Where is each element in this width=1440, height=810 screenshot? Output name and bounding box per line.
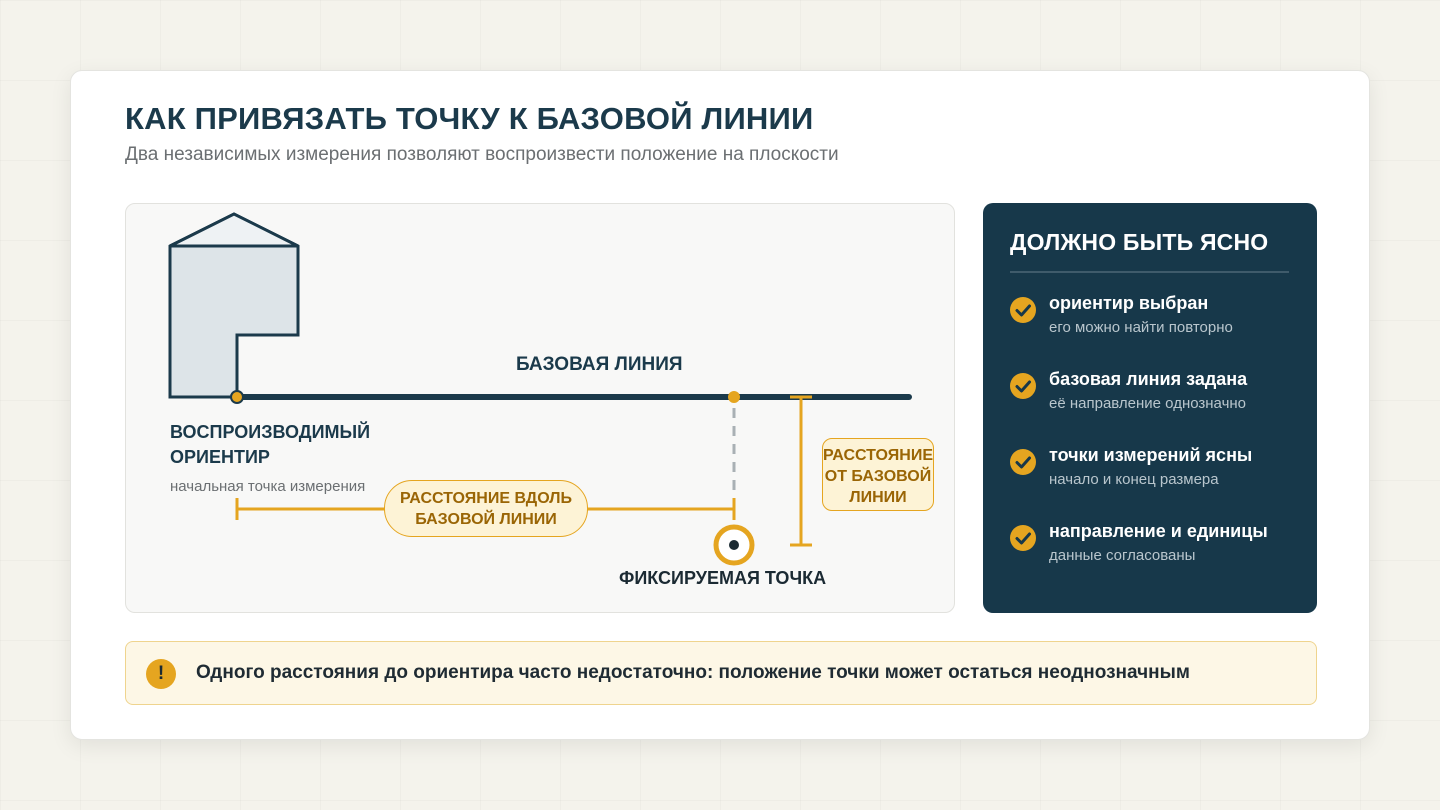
checklist-item-title: ориентир выбран	[1049, 293, 1209, 313]
page-title: КАК ПРИВЯЗАТЬ ТОЧКУ К БАЗОВОЙ ЛИНИИ	[125, 101, 814, 136]
check-circle-icon	[1010, 297, 1036, 323]
checklist-item-subtitle: её направление однозначно	[1049, 395, 1247, 412]
fixed-point-label: ФИКСИРУЕМАЯ ТОЧКА	[619, 568, 827, 588]
diagram-panel: БАЗОВАЯ ЛИНИЯ ВОСПРОИЗВОДИМЫЙ ОРИЕНТИР н…	[125, 203, 955, 613]
checklist-panel: ДОЛЖНО БЫТЬ ЯСНО ориентир выбран его мож…	[983, 203, 1317, 613]
check-circle-icon	[1010, 449, 1036, 475]
checklist-item-title: направление и единицы	[1049, 521, 1268, 541]
checklist-item-subtitle: данные согласованы	[1049, 547, 1196, 564]
building-roof	[169, 212, 299, 248]
start-point-label: начальная точка измерения	[170, 478, 366, 495]
check-circle-icon	[1010, 525, 1036, 551]
checklist-item-title: базовая линия задана	[1049, 369, 1248, 389]
along-distance-label: РАССТОЯНИЕ ВДОЛЬ БАЗОВОЙ ЛИНИИ	[384, 480, 588, 537]
baseline-foot-point	[728, 391, 740, 403]
warning-text: Одного расстояния до ориентира часто нед…	[196, 662, 1190, 683]
checklist-item-subtitle: начало и конец размера	[1049, 471, 1219, 488]
warning-banner: ! Одного расстояния до ориентира часто н…	[125, 641, 1317, 705]
checklist-divider	[1010, 271, 1289, 273]
fixed-point-dot	[729, 540, 739, 550]
main-card: КАК ПРИВЯЗАТЬ ТОЧКУ К БАЗОВОЙ ЛИНИИ Два …	[70, 70, 1370, 740]
diagram-canvas	[168, 212, 912, 566]
checklist-item-subtitle: его можно найти повторно	[1049, 319, 1233, 336]
landmark-point	[230, 390, 244, 404]
offset-distance-label: РАССТОЯНИЕ ОТ БАЗОВОЙ ЛИНИИ	[822, 438, 934, 511]
checklist-item-title: точки измерений ясны	[1049, 445, 1253, 465]
check-circle-icon	[1010, 373, 1036, 399]
exclamation-icon: !	[146, 659, 176, 689]
checklist-title: ДОЛЖНО БЫТЬ ЯСНО	[1010, 229, 1269, 255]
page-subtitle: Два независимых измерения позволяют восп…	[125, 144, 839, 165]
landmark-label: ВОСПРОИЗВОДИМЫЙ ОРИЕНТИР	[170, 422, 371, 467]
baseline-label: БАЗОВАЯ ЛИНИЯ	[516, 354, 683, 375]
